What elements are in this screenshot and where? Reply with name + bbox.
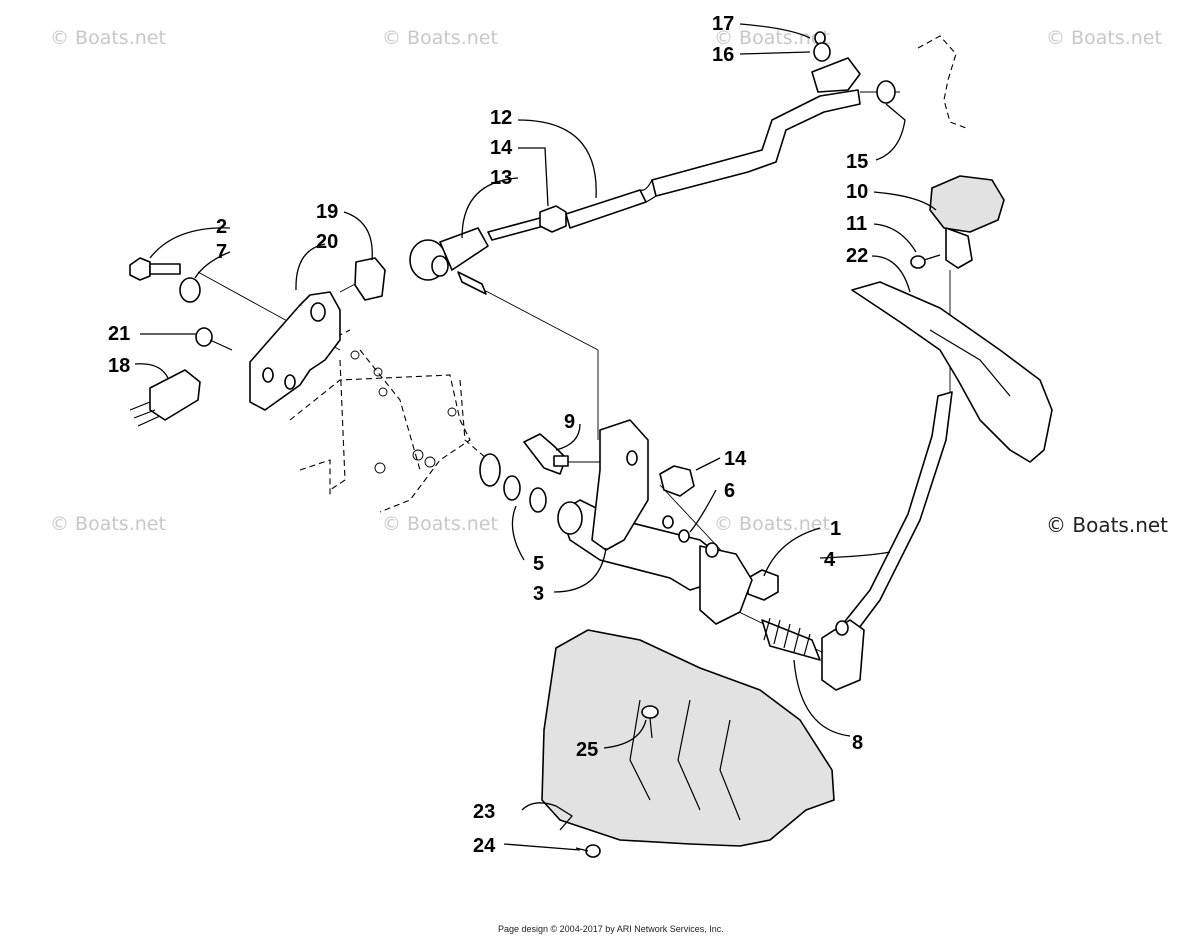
screw-part-21 [195,327,233,351]
watermark-mid-center-right: © Boats.net [714,513,830,535]
frame-hole [373,367,383,377]
callout-17: 17 [712,13,734,35]
pedal-cover-rib [929,329,1011,397]
leader-lines [134,23,937,851]
frame-hole [447,407,457,417]
callout-22: 22 [846,245,868,267]
callout-7: 7 [216,241,227,263]
callout-16: 16 [712,44,734,66]
watermark-right-bold: © Boats.net [1046,513,1168,537]
watermark-top-left: © Boats.net [50,27,166,49]
washer-part-6b [678,529,690,543]
callout-3: 3 [533,583,544,605]
watermark-top-right: © Boats.net [1046,27,1162,49]
callout-14-upper: 14 [490,137,513,159]
watermark-top-center-left: © Boats.net [382,27,498,49]
frame-hole [350,350,360,360]
callout-21: 21 [108,323,130,345]
bushing-part-15 [876,80,896,104]
rod-end-part-13 [409,227,489,295]
callout-9: 9 [564,411,575,433]
page-credit: Page design © 2004-2017 by ARI Network S… [498,924,724,934]
callout-25: 25 [576,739,598,761]
linkage-arm-dashed [917,35,967,129]
callout-15: 15 [846,151,868,173]
frame-chassis [289,329,501,513]
callout-4: 4 [824,549,836,571]
grease-fitting-part-9 [523,433,569,475]
pedal-cover-part-22 [851,281,1053,463]
frame-hole [374,462,386,474]
callout-20: 20 [316,231,338,253]
watermark-mid-left: © Boats.net [50,513,166,535]
watermark-top-center-right: © Boats.net [714,27,830,49]
linkage-plate [811,57,861,93]
callout-5: 5 [533,553,544,575]
callout-13: 13 [490,167,512,189]
screw-part-25 [641,705,659,739]
callout-1: 1 [830,518,841,540]
o-ring-part-5b [529,487,547,513]
washer-part-16 [813,42,831,62]
washer-part-7 [179,277,201,303]
callout-8: 8 [852,732,863,754]
clip-part-17 [814,31,826,45]
spring-part-8 [761,617,821,661]
pedal-arm-part-4 [821,391,953,691]
callout-2: 2 [216,216,227,238]
nut-part-14-lower [659,465,695,497]
bolt-part-2 [129,257,181,281]
pedal-pad-part-10 [929,175,1005,269]
bracket-part-20 [249,291,341,411]
frame-hole [412,449,424,461]
callout-12: 12 [490,107,512,129]
switch-part-18 [129,369,201,427]
pivot-shaft-part-3 [557,419,753,625]
watermark-mid-center-left: © Boats.net [382,513,498,535]
callout-23: 23 [473,801,495,823]
washer-part-6a [662,515,674,529]
bushing [479,453,501,487]
clip-nut-part-19 [354,257,386,301]
assembly-lines [197,91,951,657]
linkage-rod-part-12 [487,89,861,241]
callout-6: 6 [724,480,735,502]
callout-14-lower: 14 [724,448,747,470]
cover-part-23 [541,629,835,847]
screw-part-11 [910,254,941,269]
o-ring-part-5a [503,475,521,501]
callout-18: 18 [108,355,130,377]
callout-11: 11 [846,213,867,235]
frame-hole [424,456,436,468]
nut-part-1 [747,569,779,601]
frame-hole [378,387,388,397]
callout-24: 24 [473,835,496,857]
screw-part-24 [575,844,601,858]
callout-labels: 1 2 3 4 5 6 7 8 9 10 11 12 13 14 14 15 1… [108,13,868,857]
callout-19: 19 [316,201,338,223]
callout-10: 10 [846,181,868,203]
